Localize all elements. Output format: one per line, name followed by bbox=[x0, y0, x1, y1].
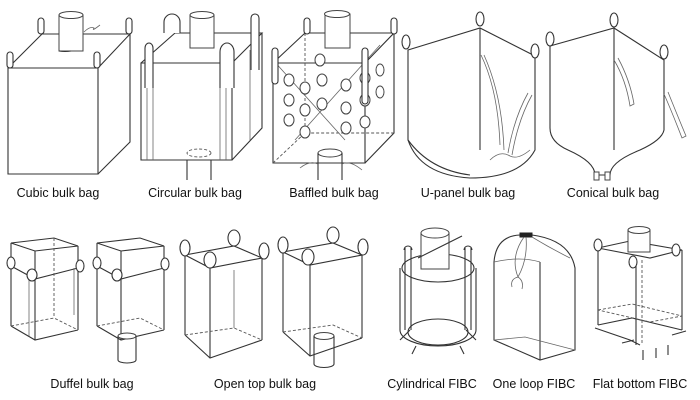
discharge-spout-icon bbox=[117, 332, 137, 364]
label-flat-bottom-fibc: Flat bottom FIBC bbox=[592, 377, 688, 391]
lift-loop-icon bbox=[303, 17, 311, 35]
lift-loop-icon bbox=[125, 17, 133, 35]
fill-spout-icon bbox=[627, 226, 651, 253]
duffel-bulk-bag-drawing bbox=[6, 237, 170, 364]
label-baffled-bulk-bag: Baffled bulk bag bbox=[289, 186, 379, 200]
lift-loop-icon bbox=[593, 238, 603, 252]
label-u-panel-bulk-bag: U-panel bulk bag bbox=[420, 186, 516, 200]
lift-loop-icon bbox=[92, 256, 102, 270]
lift-loop-icon bbox=[390, 17, 398, 35]
lift-loop-icon bbox=[475, 11, 485, 27]
label-circular-bulk-bag: Circular bulk bag bbox=[148, 186, 242, 200]
label-cylindrical-fibc: Cylindrical FIBC bbox=[387, 377, 477, 391]
lift-loop-icon bbox=[401, 34, 411, 50]
lift-loop-icon bbox=[258, 242, 270, 260]
fill-spout-icon bbox=[189, 11, 215, 49]
lift-loop-icon bbox=[277, 236, 289, 254]
lift-loop-icon bbox=[219, 42, 235, 88]
lift-loop-icon bbox=[144, 42, 154, 88]
circular-bulk-bag-drawing bbox=[140, 11, 264, 180]
discharge-spout-icon bbox=[299, 148, 363, 180]
label-open-top-bulk-bag: Open top bulk bag bbox=[213, 377, 317, 391]
lift-loop-icon bbox=[26, 268, 38, 282]
conical-bulk-bag-drawing bbox=[545, 12, 687, 181]
lift-loop-icon bbox=[93, 51, 101, 69]
lift-loop-icon bbox=[609, 12, 619, 28]
lift-loop-icon bbox=[6, 256, 16, 270]
lift-loop-icon bbox=[163, 13, 181, 33]
fill-spout-icon bbox=[324, 10, 351, 49]
lift-loop-icon bbox=[628, 255, 638, 269]
lift-loop-icon bbox=[545, 31, 555, 47]
discharge-spout-icon bbox=[186, 148, 212, 180]
lift-loop-icon bbox=[361, 47, 369, 105]
lift-loop-icon bbox=[250, 13, 260, 70]
u-panel-bulk-bag-drawing bbox=[401, 11, 540, 179]
label-cubic-bulk-bag: Cubic bulk bag bbox=[16, 186, 100, 200]
lift-loop-icon bbox=[326, 226, 340, 244]
lift-loop-icon bbox=[203, 251, 217, 269]
lift-loop-icon bbox=[6, 51, 14, 69]
lift-loop-icon bbox=[37, 17, 45, 35]
lift-loop-icon bbox=[519, 232, 533, 238]
lift-loop-icon bbox=[659, 44, 669, 60]
lift-loop-icon bbox=[301, 248, 315, 266]
lift-loop-icon bbox=[160, 257, 170, 271]
lift-loop-icon bbox=[271, 47, 279, 85]
baffled-bulk-bag-drawing bbox=[271, 10, 398, 180]
lift-loop-icon bbox=[75, 259, 85, 273]
fill-spout-icon bbox=[58, 11, 84, 52]
lift-loop-icon bbox=[357, 238, 369, 256]
lift-loop-icon bbox=[179, 239, 191, 257]
label-one-loop-fibc: One loop FIBC bbox=[492, 377, 576, 391]
open-top-bulk-bag-drawing bbox=[179, 226, 369, 369]
flat-bottom-fibc-drawing bbox=[593, 226, 687, 360]
one-loop-fibc-drawing bbox=[493, 232, 576, 361]
cylindrical-fibc-drawing bbox=[399, 227, 477, 355]
lift-loop-icon bbox=[111, 268, 123, 282]
lift-loop-icon bbox=[227, 229, 241, 247]
label-conical-bulk-bag: Conical bulk bag bbox=[566, 186, 660, 200]
lift-loop-icon bbox=[671, 243, 681, 257]
cubic-bulk-bag-drawing bbox=[6, 11, 133, 175]
lift-loop-icon bbox=[530, 43, 540, 59]
label-duffel-bulk-bag: Duffel bulk bag bbox=[50, 377, 134, 391]
fill-spout-icon bbox=[420, 227, 450, 270]
discharge-spout-icon bbox=[313, 332, 335, 369]
